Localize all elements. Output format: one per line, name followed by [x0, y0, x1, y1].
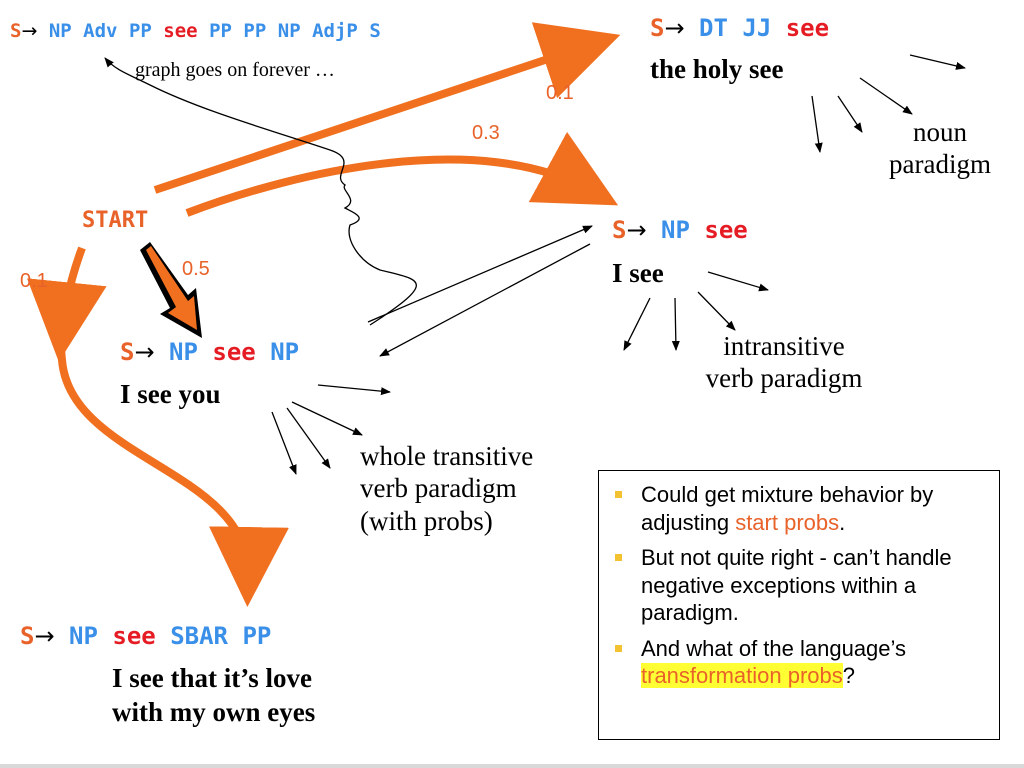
- note-line: whole transitive: [360, 441, 534, 471]
- rule-forever-sym: AdjP: [312, 20, 358, 42]
- rewrite-arrow: →: [134, 338, 155, 366]
- rule-forever-lhs: S: [10, 20, 22, 42]
- link-intrans-to-trans: [379, 243, 591, 357]
- fan-intrans-3: [697, 291, 736, 331]
- square-bullet-icon: [615, 644, 622, 652]
- rule-holy-sym: see: [785, 14, 830, 42]
- rule-intrans: S→ NP see: [612, 216, 748, 244]
- rule-trans-lhs: S: [120, 338, 135, 366]
- bullet-text: And what of the language’s: [641, 635, 907, 661]
- fan-holy-3: [859, 77, 913, 115]
- fan-intrans-1: [623, 297, 651, 351]
- square-bullet-icon: [615, 491, 622, 498]
- rule-sbar-sym: see: [112, 622, 156, 650]
- prob-to-trans: 0.5: [182, 258, 210, 280]
- note-line: noun: [913, 117, 967, 147]
- bullet-text: .: [839, 509, 846, 535]
- rule-forever-sym: NP: [277, 20, 301, 42]
- rewrite-arrow: →: [21, 20, 38, 42]
- fan-trans-2: [286, 407, 331, 469]
- example-holy: the holy see: [650, 54, 784, 84]
- note-line: verb paradigm: [360, 473, 517, 504]
- rule-forever-sym: see: [163, 20, 198, 42]
- rule-holy: S→ DT JJ see: [650, 14, 829, 42]
- rewrite-arrow: →: [34, 622, 55, 650]
- arrow-start-to-sbar: [57, 246, 289, 607]
- rewrite-arrow: →: [626, 216, 647, 244]
- fan-intrans-4: [707, 271, 769, 292]
- commentary-box: Could get mixture behavior by adjusting …: [598, 470, 1000, 740]
- note-line: intransitive: [723, 331, 845, 361]
- rule-sbar-sym: SBAR: [170, 622, 228, 650]
- fan-trans-1: [271, 411, 297, 475]
- rule-intrans-lhs: S: [612, 216, 627, 244]
- example-line: I see that it’s love: [112, 663, 312, 693]
- example-line: with my own eyes: [112, 696, 316, 727]
- prob-to-holy: 0.1: [546, 82, 574, 104]
- fan-holy-1: [811, 95, 823, 153]
- fan-trans-4: [317, 384, 391, 396]
- prob-to-intrans: 0.3: [472, 122, 500, 144]
- rule-forever-sym: NP: [48, 20, 72, 42]
- bullet-text: ?: [842, 663, 856, 688]
- note-noun-paradigm: noun paradigm: [870, 116, 1010, 181]
- bullet-item: But not quite right - can’t handle negat…: [611, 544, 987, 627]
- fan-holy-2: [837, 95, 863, 133]
- rule-trans-sym: see: [212, 338, 256, 366]
- example-trans: I see you: [120, 379, 221, 409]
- forever-squiggle: [104, 57, 417, 326]
- link-trans-to-intrans: [367, 225, 593, 323]
- rule-sbar-sym: NP: [69, 622, 98, 650]
- bullet-list: Could get mixture behavior by adjusting …: [611, 481, 987, 690]
- rule-holy-sym: DT: [699, 14, 728, 42]
- bullet-highlight: start probs: [735, 509, 840, 535]
- rule-sbar-sym: PP: [242, 622, 272, 650]
- prob-to-sbar: 0.1: [20, 270, 48, 292]
- arrow-start-to-sbar-tip: [26, 278, 107, 362]
- fan-intrans-2: [671, 297, 680, 351]
- example-intrans: I see: [612, 258, 664, 288]
- example-sbar: I see that it’s love with my own eyes: [112, 662, 315, 730]
- bullet-item: Could get mixture behavior by adjusting …: [611, 481, 987, 536]
- arrow-start-to-trans: [140, 242, 202, 338]
- rule-trans-sym: NP: [270, 338, 300, 366]
- rule-sbar: S→ NP see SBAR PP: [20, 622, 271, 650]
- bullet-highlight: transformation probs: [641, 663, 843, 688]
- rule-trans: S→ NP see NP: [120, 338, 299, 366]
- bullet-text: Could get mixture behavior by adjusting: [641, 482, 934, 535]
- arrow-start-to-intrans: [185, 131, 619, 217]
- note-trans-paradigm: whole transitive verb paradigm (with pro…: [360, 440, 533, 537]
- arrow-start-to-holy: [153, 22, 621, 194]
- rule-forever-sym: PP: [209, 20, 232, 42]
- rule-sbar-lhs: S: [20, 622, 35, 650]
- fan-holy-4: [909, 54, 966, 70]
- note-line: (with probs): [360, 505, 493, 536]
- start-node: START: [82, 208, 149, 233]
- rewrite-arrow: →: [664, 14, 685, 42]
- note-intrans-paradigm: intransitive verb paradigm: [676, 330, 892, 395]
- rule-trans-sym: NP: [169, 338, 198, 366]
- rule-intrans-sym: see: [704, 216, 748, 244]
- rule-forever-sym: Adv: [83, 20, 118, 42]
- fan-trans-3: [291, 401, 363, 436]
- rule-holy-sym: JJ: [742, 14, 772, 42]
- rule-forever-sym: S: [369, 20, 381, 42]
- note-forever: graph goes on forever …: [135, 59, 335, 81]
- rule-holy-lhs: S: [650, 14, 665, 42]
- footer-bar: [0, 764, 1024, 768]
- note-line: verb paradigm: [705, 363, 863, 394]
- rule-forever: S→ NP Adv PP see PP PP NP AdjP S: [10, 20, 381, 42]
- bullet-item: And what of the language’s transformatio…: [611, 635, 987, 690]
- rule-forever-sym: PP: [128, 20, 152, 42]
- square-bullet-icon: [615, 554, 622, 561]
- note-line: paradigm: [889, 149, 991, 180]
- rule-intrans-sym: NP: [661, 216, 690, 244]
- bullet-text: But not quite right - can’t handle negat…: [641, 545, 952, 625]
- rule-forever-sym: PP: [243, 20, 267, 42]
